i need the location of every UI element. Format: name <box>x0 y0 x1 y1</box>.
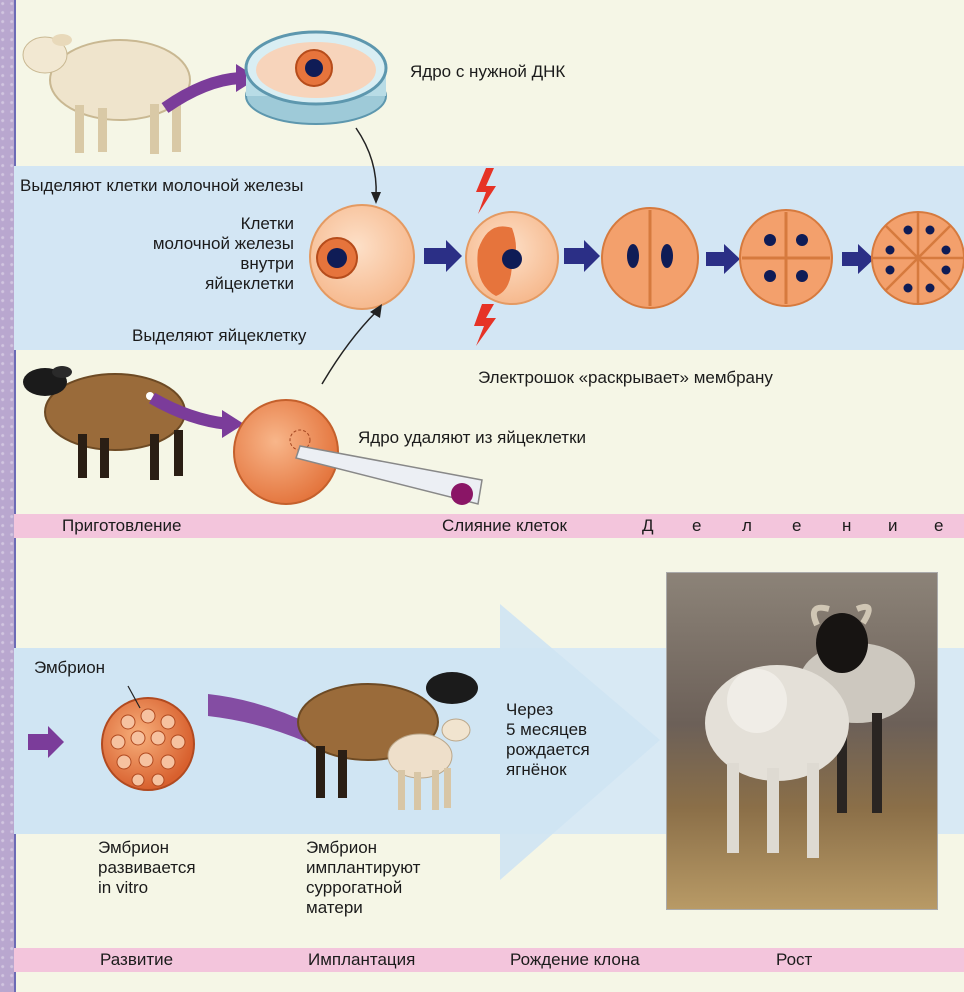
embryo-ball-icon <box>102 698 194 790</box>
label-mammary-in-egg: Клетки молочной железы внутри яйцеклетки <box>100 214 294 294</box>
egg-with-mammary-cell-icon <box>310 205 414 309</box>
navy-arrow-icon <box>842 244 874 274</box>
navy-arrow-icon <box>424 240 462 272</box>
four-cell-embryo-icon <box>740 210 832 306</box>
stage-division-letter: и <box>888 516 898 536</box>
fusing-cell-icon <box>466 212 558 304</box>
stage-implantation: Имплантация <box>308 950 415 970</box>
two-cell-embryo-icon <box>602 208 698 308</box>
lightning-icon <box>476 168 496 214</box>
eight-cell-embryo-icon <box>872 212 964 304</box>
stage-clone-birth: Рождение клона <box>510 950 640 970</box>
stage-division-letter: е <box>934 516 943 536</box>
stage-division-letter: е <box>792 516 801 536</box>
stage-preparation: Приготовление <box>62 516 181 536</box>
sheep-photo-illustration <box>667 573 937 909</box>
label-isolate-egg: Выделяют яйцеклетку <box>132 326 306 346</box>
stage-division-letter: е <box>692 516 701 536</box>
clone-photo <box>666 572 938 910</box>
white-sheep-icon <box>23 34 190 154</box>
label-embryo-in-vitro: Эмбрион развивается in vitro <box>98 838 196 898</box>
stage-development: Развитие <box>100 950 173 970</box>
stage-growth: Рост <box>776 950 812 970</box>
label-isolate-mammary: Выделяют клетки молочной железы <box>20 176 303 196</box>
label-remove-nucleus: Ядро удаляют из яйцеклетки <box>358 428 586 448</box>
label-birth-after: Через 5 месяцев рождается ягнёнок <box>506 700 590 780</box>
stage-fusion: Слияние клеток <box>442 516 567 536</box>
navy-arrow-icon <box>564 240 600 272</box>
stage-division-letter: Д <box>642 516 654 536</box>
stage-strip-bottom: Развитие Имплантация Рождение клона Рост <box>14 948 964 972</box>
stage-strip-top: Приготовление Слияние клеток Д е л е н и… <box>14 514 964 538</box>
black-faced-sheep-icon <box>23 366 185 480</box>
label-nucleus-dna: Ядро с нужной ДНК <box>410 62 565 82</box>
label-electroshock: Электрошок «раскрывает» мембрану <box>478 368 773 388</box>
stage-division-letter: н <box>842 516 851 536</box>
lightning-icon <box>474 304 496 346</box>
label-embryo-implanted: Эмбрион имплантируют суррогатной матери <box>306 838 420 918</box>
label-embryo: Эмбрион <box>34 658 105 678</box>
navy-arrow-icon <box>706 244 740 274</box>
petri-dish-icon <box>246 32 386 124</box>
stage-division-letter: л <box>742 516 752 536</box>
